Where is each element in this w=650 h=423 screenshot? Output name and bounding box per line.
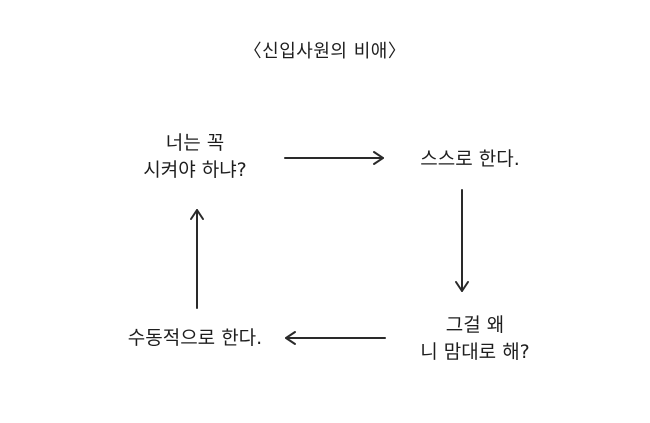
- diagram-title: 〈신입사원의 비애〉: [243, 41, 407, 62]
- node-act-passively-line1: 수동적으로 한다.: [127, 327, 263, 349]
- arrow-up-left: [190, 209, 204, 309]
- arrow-left-bottom: [285, 331, 386, 345]
- node-why-own-way: 그걸 왜 니 맘대로 해?: [385, 312, 565, 366]
- node-why-own-way-line1: 그걸 왜: [445, 314, 505, 336]
- arrow-right-top: [284, 151, 384, 165]
- node-must-be-told-line2: 시켜야 하냐?: [143, 159, 247, 181]
- node-act-on-own: 스스로 한다.: [370, 146, 570, 173]
- node-must-be-told: 너는 꼭 시켜야 하냐?: [100, 130, 290, 184]
- node-act-on-own-line1: 스스로 한다.: [420, 148, 520, 170]
- node-act-passively: 수동적으로 한다.: [90, 325, 300, 352]
- arrow-down-right: [455, 189, 469, 292]
- node-must-be-told-line1: 너는 꼭: [165, 132, 225, 154]
- node-why-own-way-line2: 니 맘대로 해?: [420, 341, 530, 363]
